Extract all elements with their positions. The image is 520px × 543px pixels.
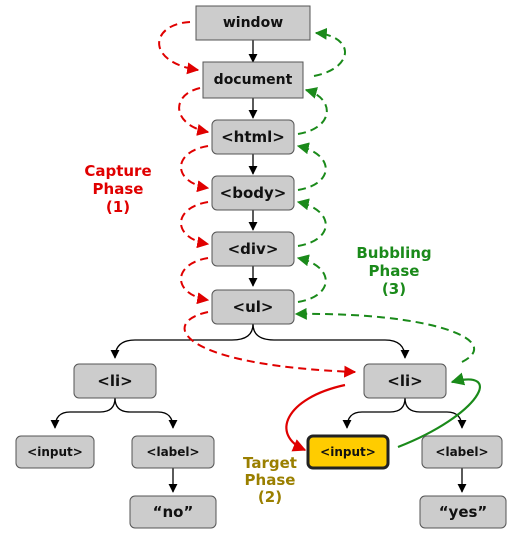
tree-connectors [50, 40, 467, 493]
node-input-target-label: <input> [320, 445, 376, 459]
node-body: <body> [211, 175, 295, 211]
node-label-right-label: <label> [435, 445, 488, 459]
capture-arrows [158, 21, 357, 378]
node-text-yes-label: “yes” [439, 503, 488, 521]
bubbling-arrow-document-window [313, 27, 346, 77]
target-phase-line3: (2) [258, 488, 282, 506]
capture-arrow-document-html [178, 87, 210, 136]
target-phase-label: Target Phase (2) [243, 454, 297, 506]
node-text-yes: “yes” [419, 495, 507, 529]
capture-arrow-window-document [158, 21, 200, 75]
connector-li-label-left [114, 397, 178, 429]
node-ul-label: <ul> [233, 298, 274, 316]
node-input-left: <input> [15, 435, 95, 469]
node-label-left-label: <label> [146, 445, 199, 459]
node-window: window [195, 5, 311, 41]
connector-li-input-left [50, 397, 116, 429]
node-document-label: document [214, 72, 293, 88]
bubbling-arrow-div-body [296, 198, 327, 247]
node-html: <html> [211, 119, 295, 155]
node-ul: <ul> [211, 289, 295, 325]
target-arrows [285, 372, 481, 452]
node-html-label: <html> [221, 128, 285, 146]
node-document: document [202, 61, 304, 99]
bubbling-arrow-body-html [296, 142, 327, 191]
target-phase-line1: Target [243, 454, 297, 472]
connector-li-input-right [342, 397, 406, 429]
capture-arrow-body-div [180, 201, 210, 249]
connector-ul-li-right [252, 323, 410, 359]
node-input-target: <input> [306, 434, 390, 470]
node-text-no-label: “no” [153, 503, 194, 521]
node-label-right: <label> [421, 435, 503, 469]
bubbling-phase-line2: Phase [369, 262, 420, 280]
bubbling-arrows [294, 27, 476, 363]
connector-li-label-right [404, 397, 467, 429]
capture-phase-line2: Phase [93, 180, 144, 198]
target-arrow-down [285, 383, 346, 452]
node-li-right: <li> [363, 363, 447, 399]
node-div: <div> [211, 231, 295, 267]
node-label-left: <label> [131, 435, 215, 469]
bubbling-arrow-li-ul [294, 307, 476, 363]
node-li-left-label: <li> [97, 372, 132, 390]
capture-arrow-ul-li [183, 311, 357, 378]
capture-arrow-div-ul [180, 257, 210, 305]
node-text-no: “no” [129, 495, 217, 529]
capture-phase-line3: (1) [106, 198, 130, 216]
capture-phase-label: Capture Phase (1) [84, 162, 151, 216]
bubbling-phase-label: Bubbling Phase (3) [356, 244, 431, 298]
node-input-left-label: <input> [27, 445, 83, 459]
node-li-right-label: <li> [387, 372, 422, 390]
bubbling-phase-line1: Bubbling [356, 244, 431, 262]
capture-arrow-html-body [180, 145, 210, 193]
capture-phase-line1: Capture [84, 162, 151, 180]
node-body-label: <body> [220, 184, 287, 202]
bubbling-arrow-ul-div [296, 254, 327, 303]
node-li-left: <li> [73, 363, 157, 399]
target-phase-line2: Phase [245, 471, 296, 489]
bubbling-phase-line3: (3) [382, 280, 406, 298]
connector-ul-li-left [110, 323, 254, 359]
node-window-label: window [223, 15, 283, 31]
node-div-label: <div> [228, 240, 279, 258]
target-arrow-up [397, 372, 481, 449]
